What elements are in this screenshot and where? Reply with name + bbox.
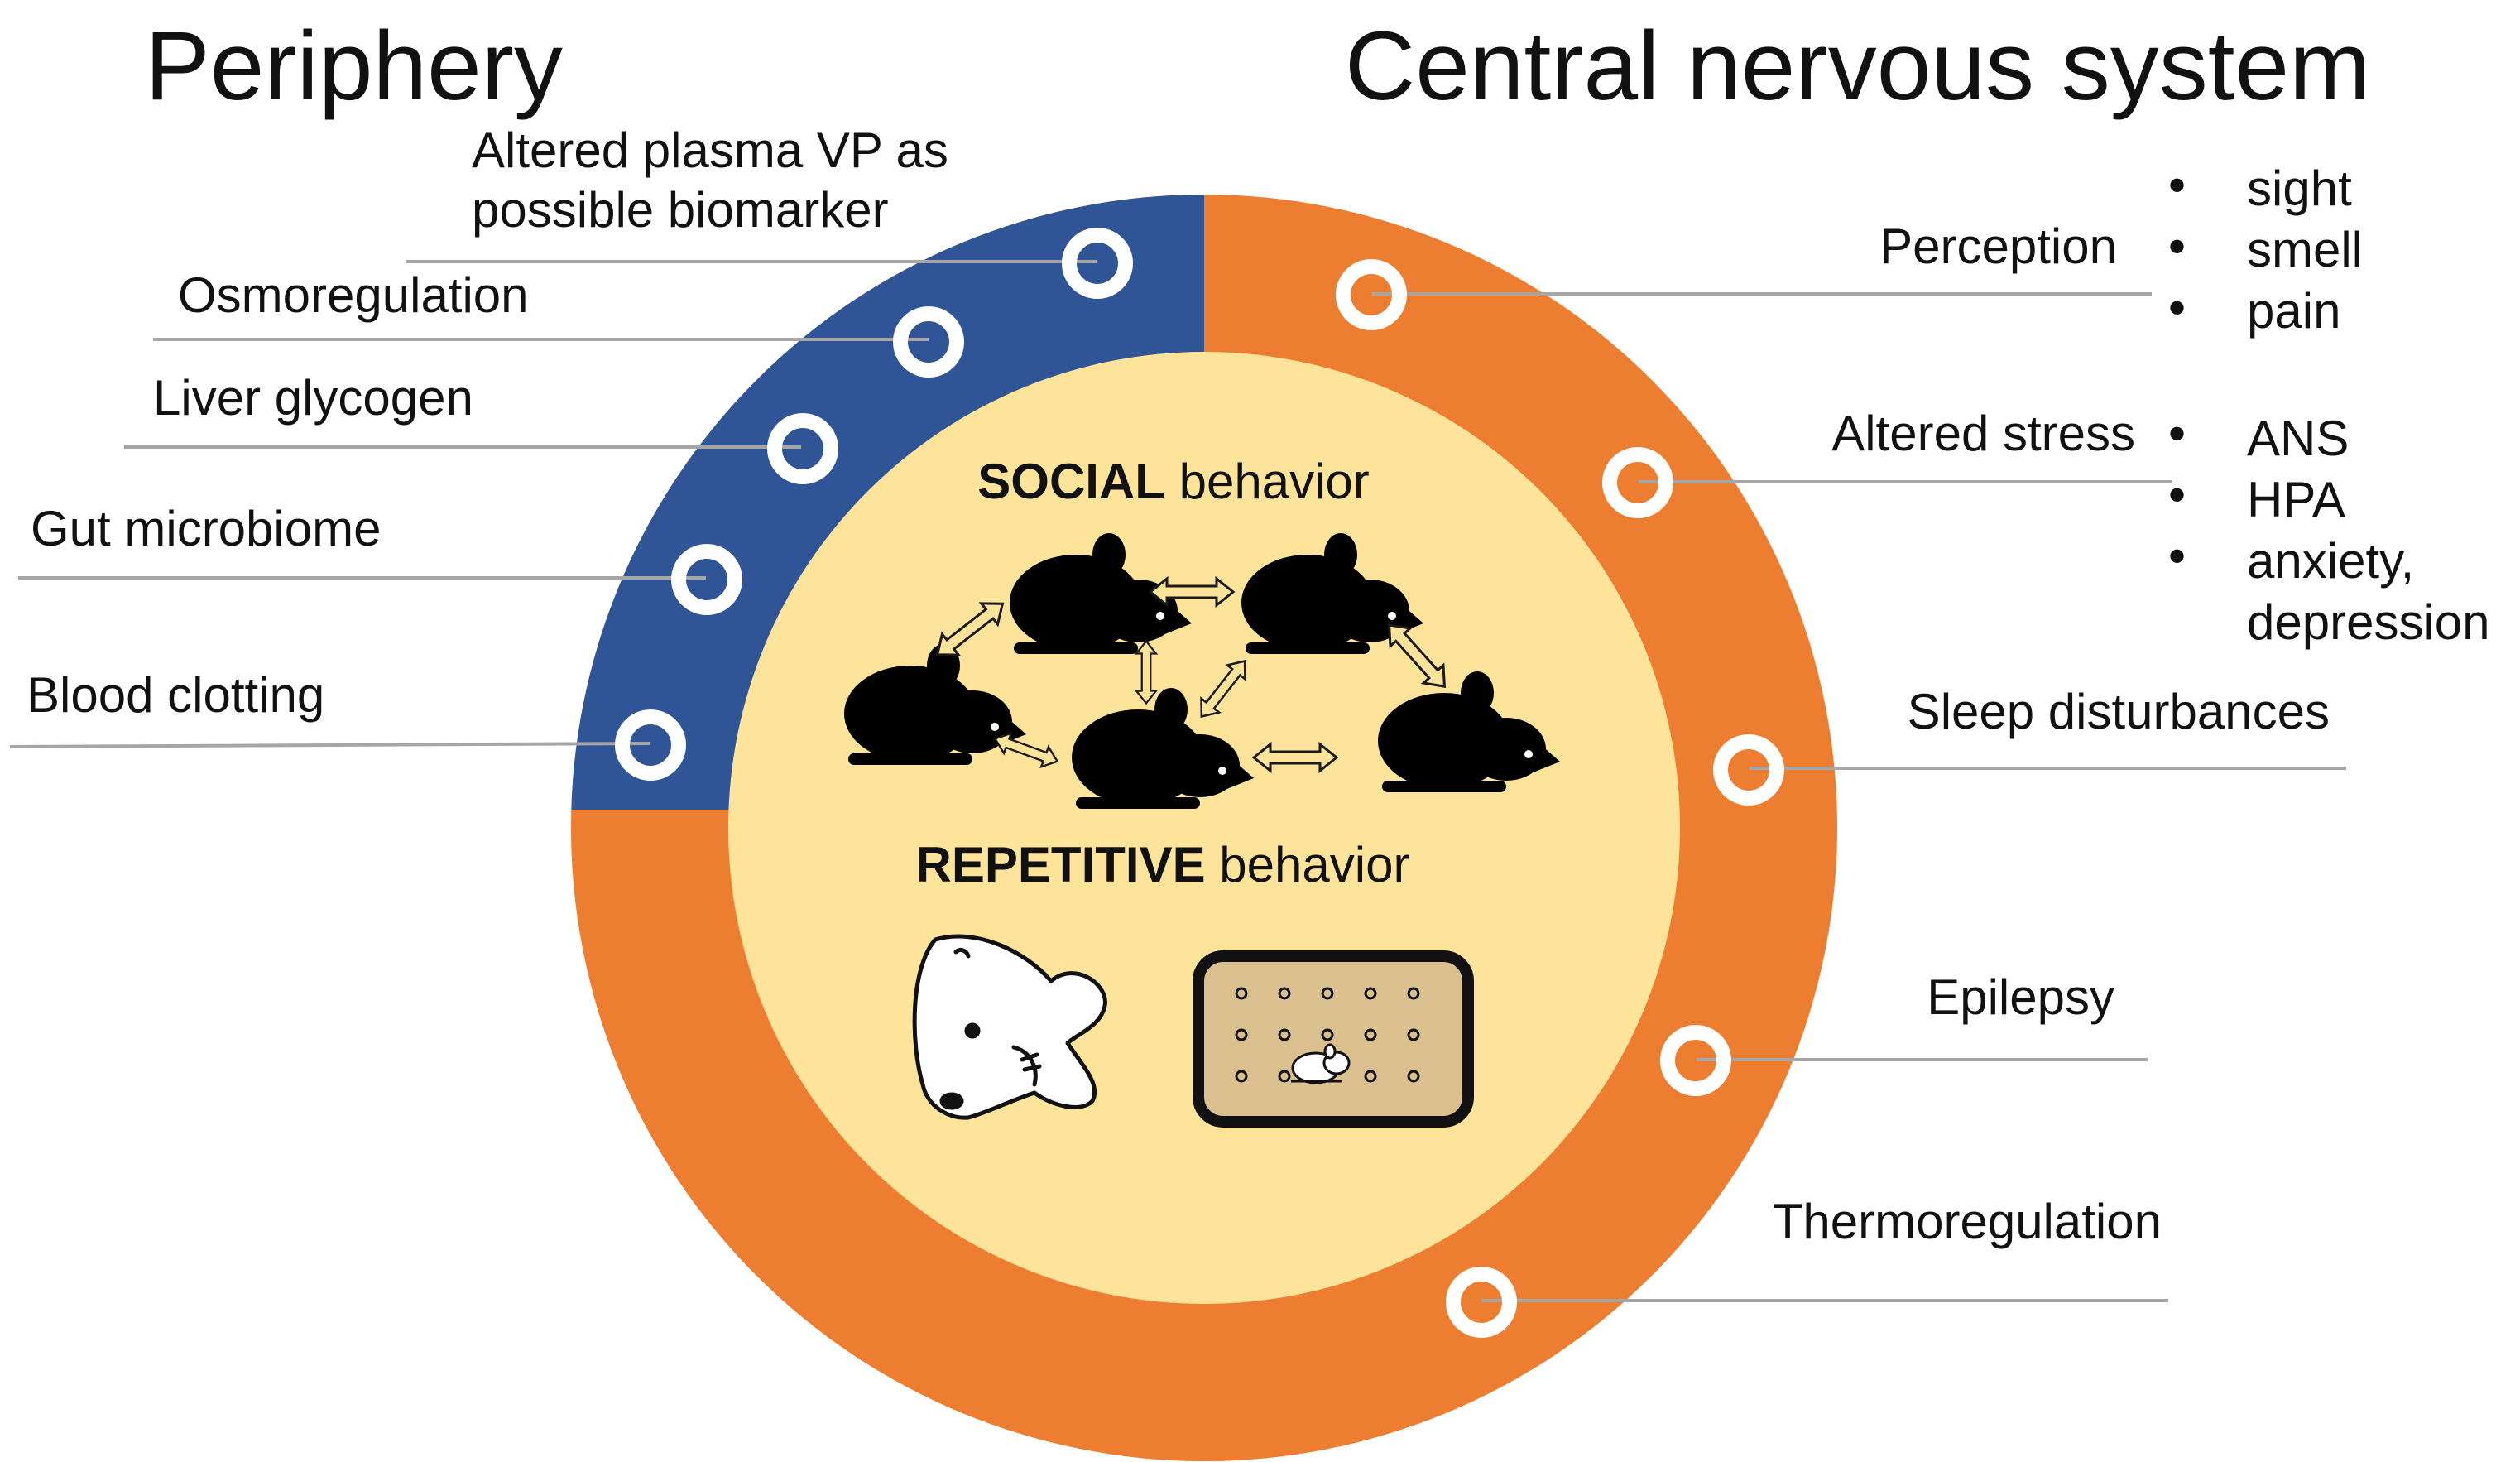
- bullet-icon: •: [2168, 280, 2186, 335]
- stress-item: depression: [2247, 594, 2490, 650]
- label-thermoregulation: Thermoregulation: [1773, 1194, 2162, 1249]
- periphery-heading: Periphery: [145, 12, 563, 121]
- stress-item: HPA: [2247, 472, 2345, 527]
- marker-altered-stress: [1602, 447, 1673, 518]
- bullet-icon: •: [2168, 528, 2186, 584]
- marker-epilepsy: [1660, 1025, 1731, 1096]
- periphery-leader-lines: [9, 260, 1097, 748]
- marker-sleep: [1713, 734, 1784, 806]
- label-gut-microbiome: Gut microbiome: [31, 501, 381, 556]
- label-osmoregulation: Osmoregulation: [178, 267, 529, 323]
- perception-item: pain: [2247, 283, 2340, 339]
- social-bold: SOCIAL: [977, 454, 1165, 509]
- stress-list: • ANS • HPA • anxiety, depression: [2168, 406, 2490, 650]
- cage-mouse-icon: [1291, 1043, 1351, 1084]
- label-liver-glycogen: Liver glycogen: [153, 370, 473, 426]
- cns-heading: Central nervous system: [1345, 12, 2370, 121]
- social-rest: behavior: [1165, 454, 1370, 509]
- label-epilepsy: Epilepsy: [1927, 969, 2114, 1025]
- bullet-icon: •: [2168, 219, 2186, 274]
- marker-gut-microbiome: [671, 544, 742, 615]
- repetitive-behavior-label: REPETITIVE behavior: [916, 837, 1410, 892]
- grooming-mouse-icon: [912, 934, 1107, 1120]
- label-biomarker-line2: possible biomarker: [472, 182, 889, 238]
- marker-biomarker: [1062, 228, 1133, 299]
- marker-osmoregulation: [893, 306, 964, 378]
- label-blood-clotting: Blood clotting: [26, 667, 324, 723]
- social-behavior-label: SOCIAL behavior: [977, 454, 1370, 509]
- label-sleep-disturbances: Sleep disturbances: [1908, 684, 2330, 739]
- bullet-icon: •: [2168, 406, 2186, 461]
- perception-list: • sight • smell • pain: [2168, 157, 2363, 339]
- bullet-icon: •: [2168, 157, 2186, 213]
- ring-markers: [615, 228, 1784, 1338]
- marker-thermoregulation: [1446, 1267, 1517, 1338]
- stress-item: ANS: [2247, 411, 2349, 466]
- label-perception: Perception: [1879, 219, 2117, 274]
- perception-item: smell: [2247, 222, 2363, 277]
- repetitive-rest: behavior: [1206, 837, 1410, 892]
- marker-liver-glycogen: [767, 413, 838, 484]
- perception-item: sight: [2247, 161, 2352, 216]
- marble-burying-cage-icon: [1193, 950, 1474, 1128]
- bullet-icon: •: [2168, 467, 2186, 522]
- marbles: [1235, 987, 1420, 1083]
- marker-perception: [1336, 259, 1407, 330]
- stress-item: anxiety,: [2247, 533, 2414, 589]
- cns-leader-lines: [1372, 292, 2346, 1302]
- marker-blood-clotting: [615, 709, 686, 781]
- label-biomarker-line1: Altered plasma VP as: [472, 123, 948, 178]
- leader-line-blood-clotting: [9, 742, 650, 748]
- label-altered-stress: Altered stress: [1831, 406, 2135, 461]
- repetitive-bold: REPETITIVE: [916, 837, 1206, 892]
